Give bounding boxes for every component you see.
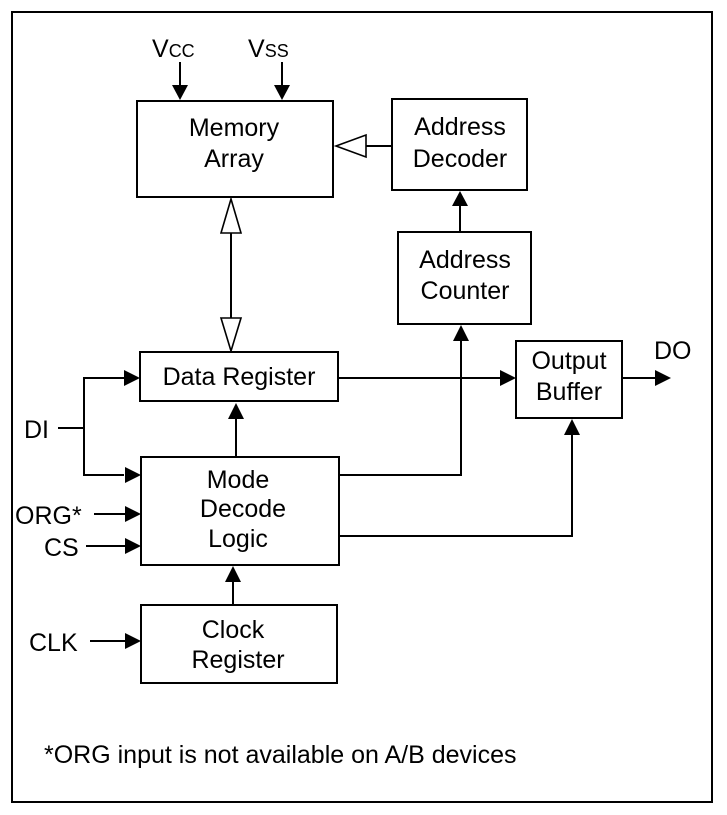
address-counter-label-line2: Counter xyxy=(421,277,510,305)
output-buffer-label-line2: Buffer xyxy=(536,378,602,406)
memory-array-label-line2: Array xyxy=(204,145,264,173)
di-branch-wire xyxy=(83,377,124,476)
mode-decode-label-line2: Decode xyxy=(200,495,286,523)
footnote: *ORG input is not available on A/B devic… xyxy=(44,741,517,769)
cs-label: CS xyxy=(44,534,79,562)
clock-to-mode-arrowhead xyxy=(225,566,241,582)
vss-label: VSS xyxy=(248,35,289,63)
vss-arrowhead xyxy=(274,85,290,100)
clock-register-label-line2: Register xyxy=(191,646,284,674)
address-counter-block xyxy=(397,231,532,325)
data-register-block xyxy=(139,351,339,402)
vcc-label: VCC xyxy=(152,35,195,63)
output-buffer-block xyxy=(515,340,623,419)
vcc-arrowhead xyxy=(172,85,188,100)
mode-to-output-wire xyxy=(339,434,573,537)
clock-register-label-line1: Clock xyxy=(202,616,265,644)
array-data-bus-arrowhead-down xyxy=(219,317,243,354)
counter-to-decoder-arrowhead xyxy=(452,191,468,206)
address-decoder-label-line2: Decoder xyxy=(413,145,508,173)
array-data-bus-arrowhead-up xyxy=(219,196,243,234)
mode-decode-label-line1: Mode xyxy=(207,466,270,494)
mode-to-counter-wire xyxy=(339,340,462,476)
mode-to-data-arrowhead xyxy=(228,403,244,419)
cs-arrowhead xyxy=(125,538,141,554)
data-to-output-arrowhead xyxy=(500,370,516,386)
clk-arrowhead xyxy=(125,633,141,649)
output-to-do-arrowhead xyxy=(655,370,671,386)
clk-label: CLK xyxy=(29,629,78,657)
output-buffer-label-line1: Output xyxy=(531,347,606,375)
memory-array-block xyxy=(136,100,334,198)
di-to-data-arrowhead xyxy=(124,370,140,386)
do-label: DO xyxy=(654,337,692,365)
decoder-to-array-arrowhead xyxy=(333,133,367,159)
clock-register-block xyxy=(140,604,338,684)
address-counter-label-line1: Address xyxy=(419,246,511,274)
address-decoder-block xyxy=(391,98,528,191)
org-label: ORG* xyxy=(15,502,82,530)
memory-array-label-line1: Memory xyxy=(189,114,280,142)
address-decoder-label-line1: Address xyxy=(414,113,506,141)
mode-decode-logic-block xyxy=(140,456,340,566)
di-label: DI xyxy=(24,416,49,444)
org-arrowhead xyxy=(125,506,141,522)
mode-to-counter-arrowhead xyxy=(453,325,469,341)
di-to-mode-arrowhead xyxy=(125,467,141,483)
mode-decode-label-line3: Logic xyxy=(208,525,268,553)
mode-to-output-arrowhead xyxy=(564,419,580,435)
data-register-label: Data Register xyxy=(163,363,316,391)
diagram-frame xyxy=(11,11,713,803)
